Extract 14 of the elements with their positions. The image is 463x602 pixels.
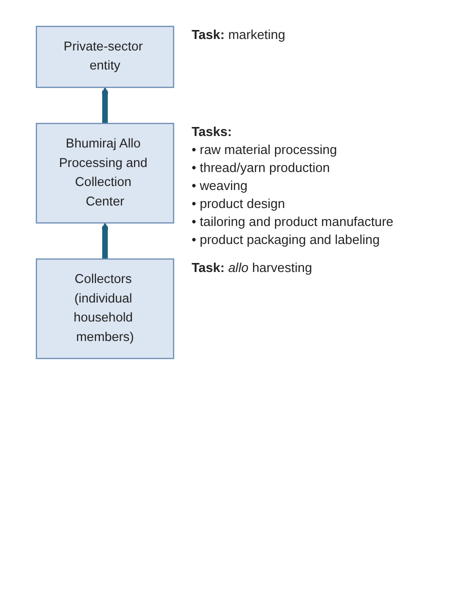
task-item: • tailoring and product manufacture xyxy=(192,213,394,230)
task-heading: Tasks: xyxy=(192,123,232,140)
task-item: • raw material processing xyxy=(192,141,338,158)
task-item: • thread/yarn production xyxy=(192,159,330,176)
task-heading: Task: marketing xyxy=(192,26,286,44)
node-label: Collectors (individual household members) xyxy=(74,272,134,344)
task-item: • weaving xyxy=(192,177,248,194)
task-item: • product packaging and labeling xyxy=(192,231,380,248)
node-label: Bhumiraj Allo Processing and Collection Center xyxy=(58,137,148,208)
task-heading: Task: allo harvesting xyxy=(192,259,312,276)
arrow xyxy=(101,222,109,260)
arrow xyxy=(101,87,109,124)
task-item: • product design xyxy=(192,195,286,212)
node-label: Private-sector entity xyxy=(64,40,143,73)
